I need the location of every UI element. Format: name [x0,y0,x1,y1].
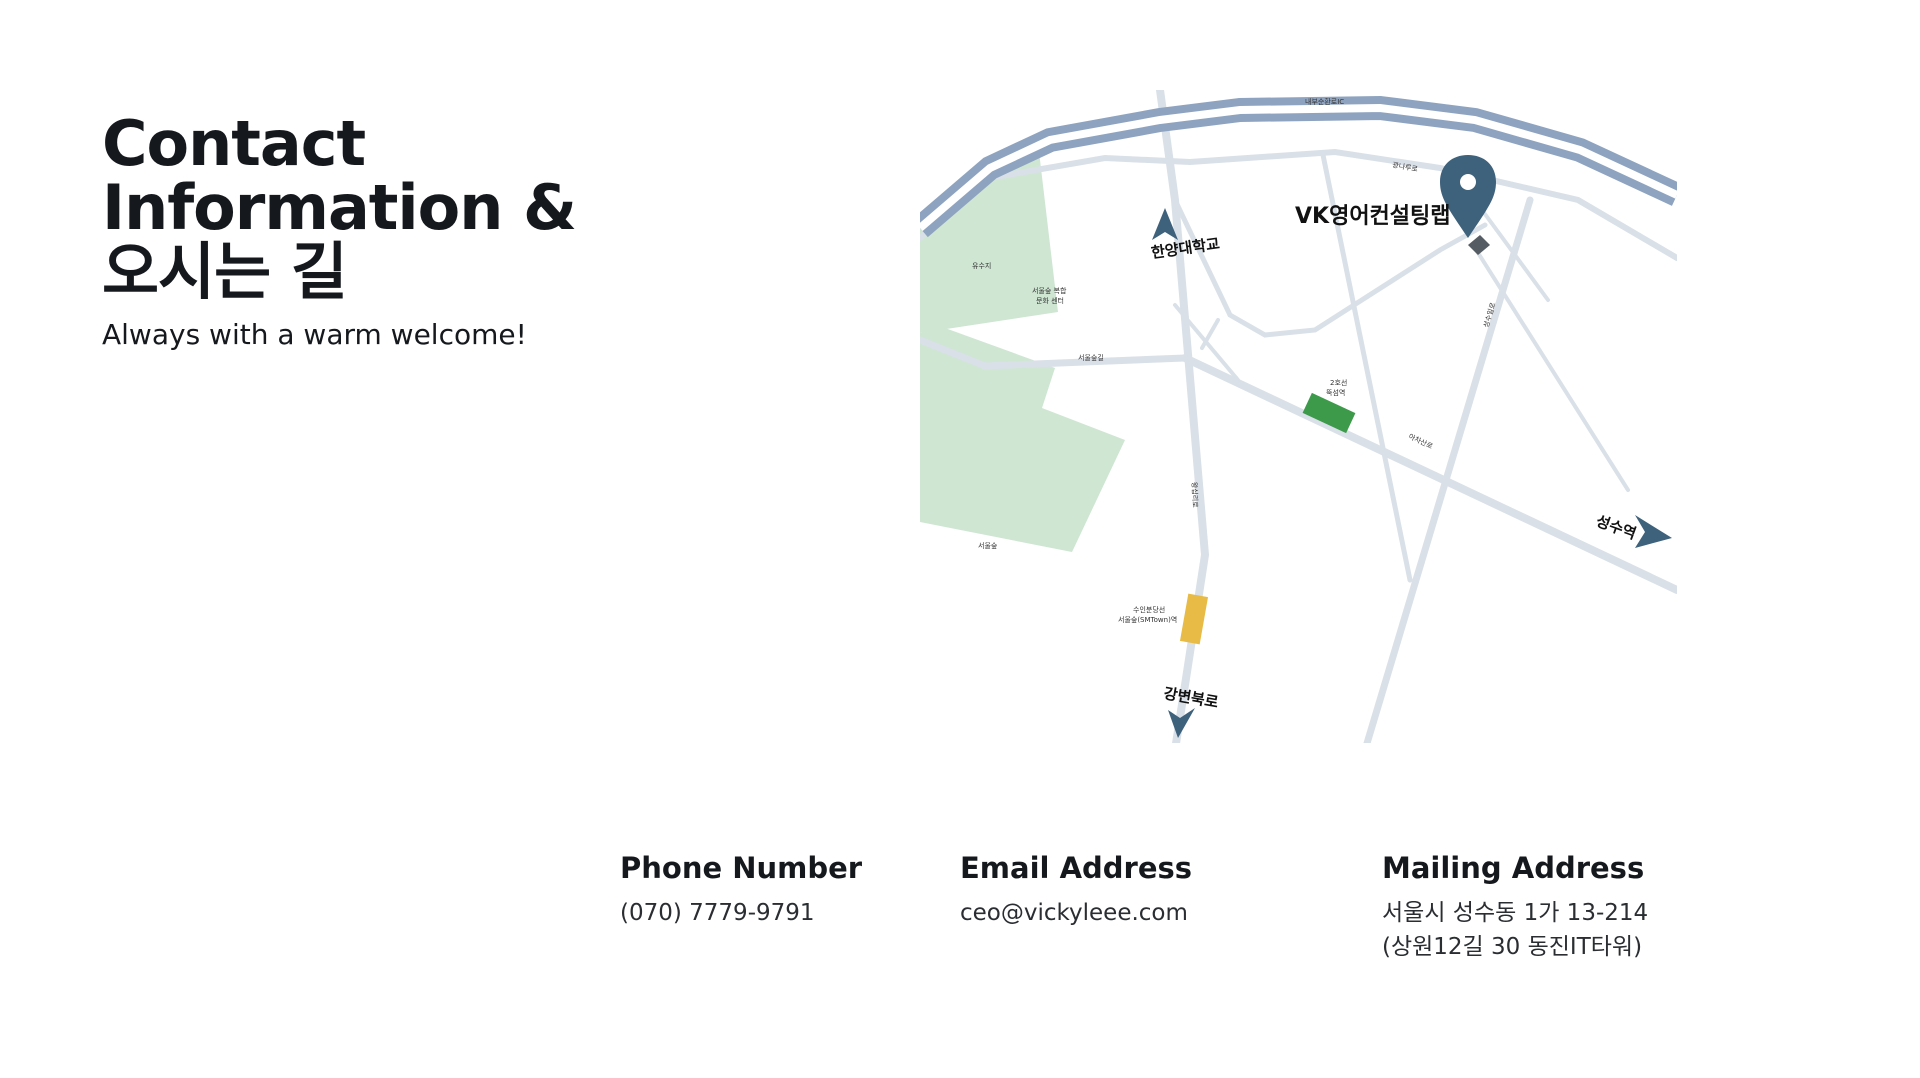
direction-arrow-icon [1635,515,1672,548]
map-label-gangbyeon: 강변북로 [1162,684,1220,711]
park-yusuji [920,143,1058,333]
map-canvas: VK영어컨설팅랩 한양대학교 성수역 강변북로 유수지 서울숲 복합 문화 센터… [920,90,1677,743]
map-label-seoulforest: 서울숲 [978,541,998,550]
email-block: Email Address ceo@vickyleee.com [960,850,1192,930]
mailing-address-label: Mailing Address [1382,851,1645,885]
map-label-company: VK영어컨설팅랩 [1295,204,1451,229]
direction-arrow-icon [1152,208,1178,240]
expressway [920,95,1677,238]
phone-value: (070) 7779-9791 [620,900,815,926]
road-segment [1181,354,1677,594]
phone-label: Phone Number [620,851,863,885]
map-label-wangsimni: 왕십리로 [1190,482,1200,509]
location-map: VK영어컨설팅랩 한양대학교 성수역 강변북로 유수지 서울숲 복합 문화 센터… [920,90,1677,743]
road-segment [920,148,1677,261]
park-seoulforest [920,328,1125,552]
minor-roads [920,90,1677,743]
map-label-naebu: 내부순환로IC [1305,97,1344,106]
pin-body [1440,155,1496,238]
email-label: Email Address [960,851,1193,885]
line2-station-marker [1302,392,1356,434]
page-subtitle: Always with a warm welcome! [102,318,527,351]
pin-shadow [1468,235,1490,255]
map-label-line2-station-1: 2호선 [1330,378,1347,387]
road-segment [1473,246,1630,492]
mailing-address-line-2: (상원12길 30 동진IT타워) [1382,934,1643,960]
mailing-address-block: Mailing Address 서울시 성수동 1가 13-214 (상원12길… [1382,850,1648,964]
contact-details: Phone Number (070) 7779-9791 Email Addre… [0,850,1920,970]
mailing-address-line-1: 서울시 성수동 1가 13-214 [1382,900,1649,926]
road-segment [1156,90,1210,743]
map-label-yusuji: 유수지 [972,261,991,270]
map-label-culture-center-2: 문화 센터 [1036,296,1064,305]
road-segment [920,336,1189,370]
road-segment [1200,318,1220,350]
hero-section: Contact Information & 오시는 길 Always with … [102,112,662,352]
map-label-achasan: 아차산로 [1407,432,1435,451]
map-label-culture-center-1: 서울숲 복합 [1032,286,1067,295]
direction-arrow-icon [1168,708,1195,738]
road-segment [1320,152,1413,583]
bundang-station-marker [1179,593,1209,645]
page-title-line-2: Information & [102,171,577,244]
map-label-seongsu: 성수역 [1594,512,1639,543]
page-title: Contact Information & 오시는 길 [102,112,662,304]
phone-block: Phone Number (070) 7779-9791 [620,850,862,930]
expressway-median [920,103,1677,232]
email-value: ceo@vickyleee.com [960,900,1188,926]
pin-hole [1460,174,1476,190]
map-label-hanyang: 한양대학교 [1150,235,1221,262]
road-segment [1480,208,1550,302]
map-label-seoulsup-road: 서울숲길 [1078,353,1104,362]
road-segment [1172,197,1488,338]
page-title-line-3: 오시는 길 [102,235,348,308]
map-pin-icon [1440,155,1496,255]
page-title-line-1: Contact [102,107,366,180]
map-label-bundang-1: 수인분당선 [1133,605,1165,614]
map-label-line2-station-2: 뚝섬역 [1326,388,1345,397]
map-label-bundang-2: 서울숲(SMTown)역 [1118,615,1177,624]
